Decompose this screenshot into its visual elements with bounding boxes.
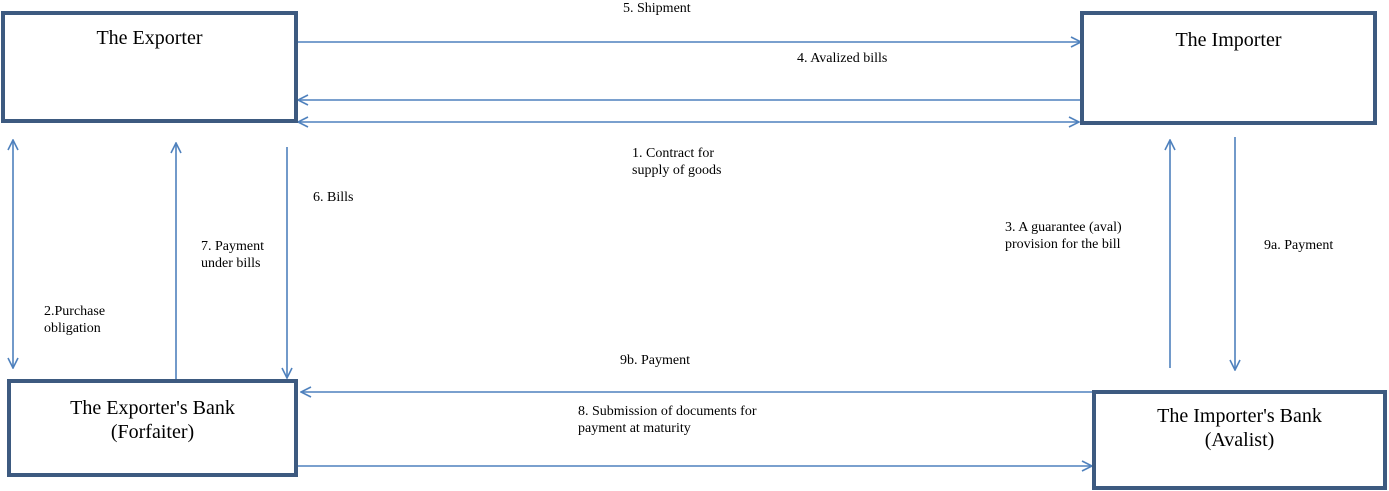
label-purchase-obligation: 2.Purchase obligation — [44, 304, 106, 336]
exporter-bank-subtitle: (Forfaiter) — [110, 421, 195, 443]
label-payment-under-bills: 7. Payment under bills — [201, 239, 264, 271]
exporter-bank-box: The Exporter's Bank (Forfaiter) — [7, 379, 298, 477]
label-contract: 1. Contract for supply of goods — [632, 146, 722, 178]
importer-bank-title: The Importer's Bank — [1157, 405, 1322, 427]
importer-box: The Importer — [1080, 11, 1377, 125]
exporter-title: The Exporter — [96, 27, 203, 49]
label-avalized-bills: 4. Avalized bills — [797, 51, 888, 66]
importer-bank-box: The Importer's Bank (Avalist) — [1092, 390, 1387, 490]
label-payment-9b: 9b. Payment — [620, 353, 690, 368]
label-payment-9a: 9a. Payment — [1264, 238, 1334, 253]
importer-title: The Importer — [1175, 29, 1282, 51]
label-guarantee: 3. A guarantee (aval) provision for the … — [1005, 220, 1122, 252]
label-bills: 6. Bills — [313, 190, 354, 205]
label-shipment: 5. Shipment — [623, 1, 691, 16]
label-submission: 8. Submission of documents for payment a… — [578, 404, 757, 436]
exporter-bank-title: The Exporter's Bank — [70, 397, 235, 419]
importer-bank-subtitle: (Avalist) — [1204, 429, 1275, 451]
exporter-box: The Exporter — [1, 11, 298, 123]
